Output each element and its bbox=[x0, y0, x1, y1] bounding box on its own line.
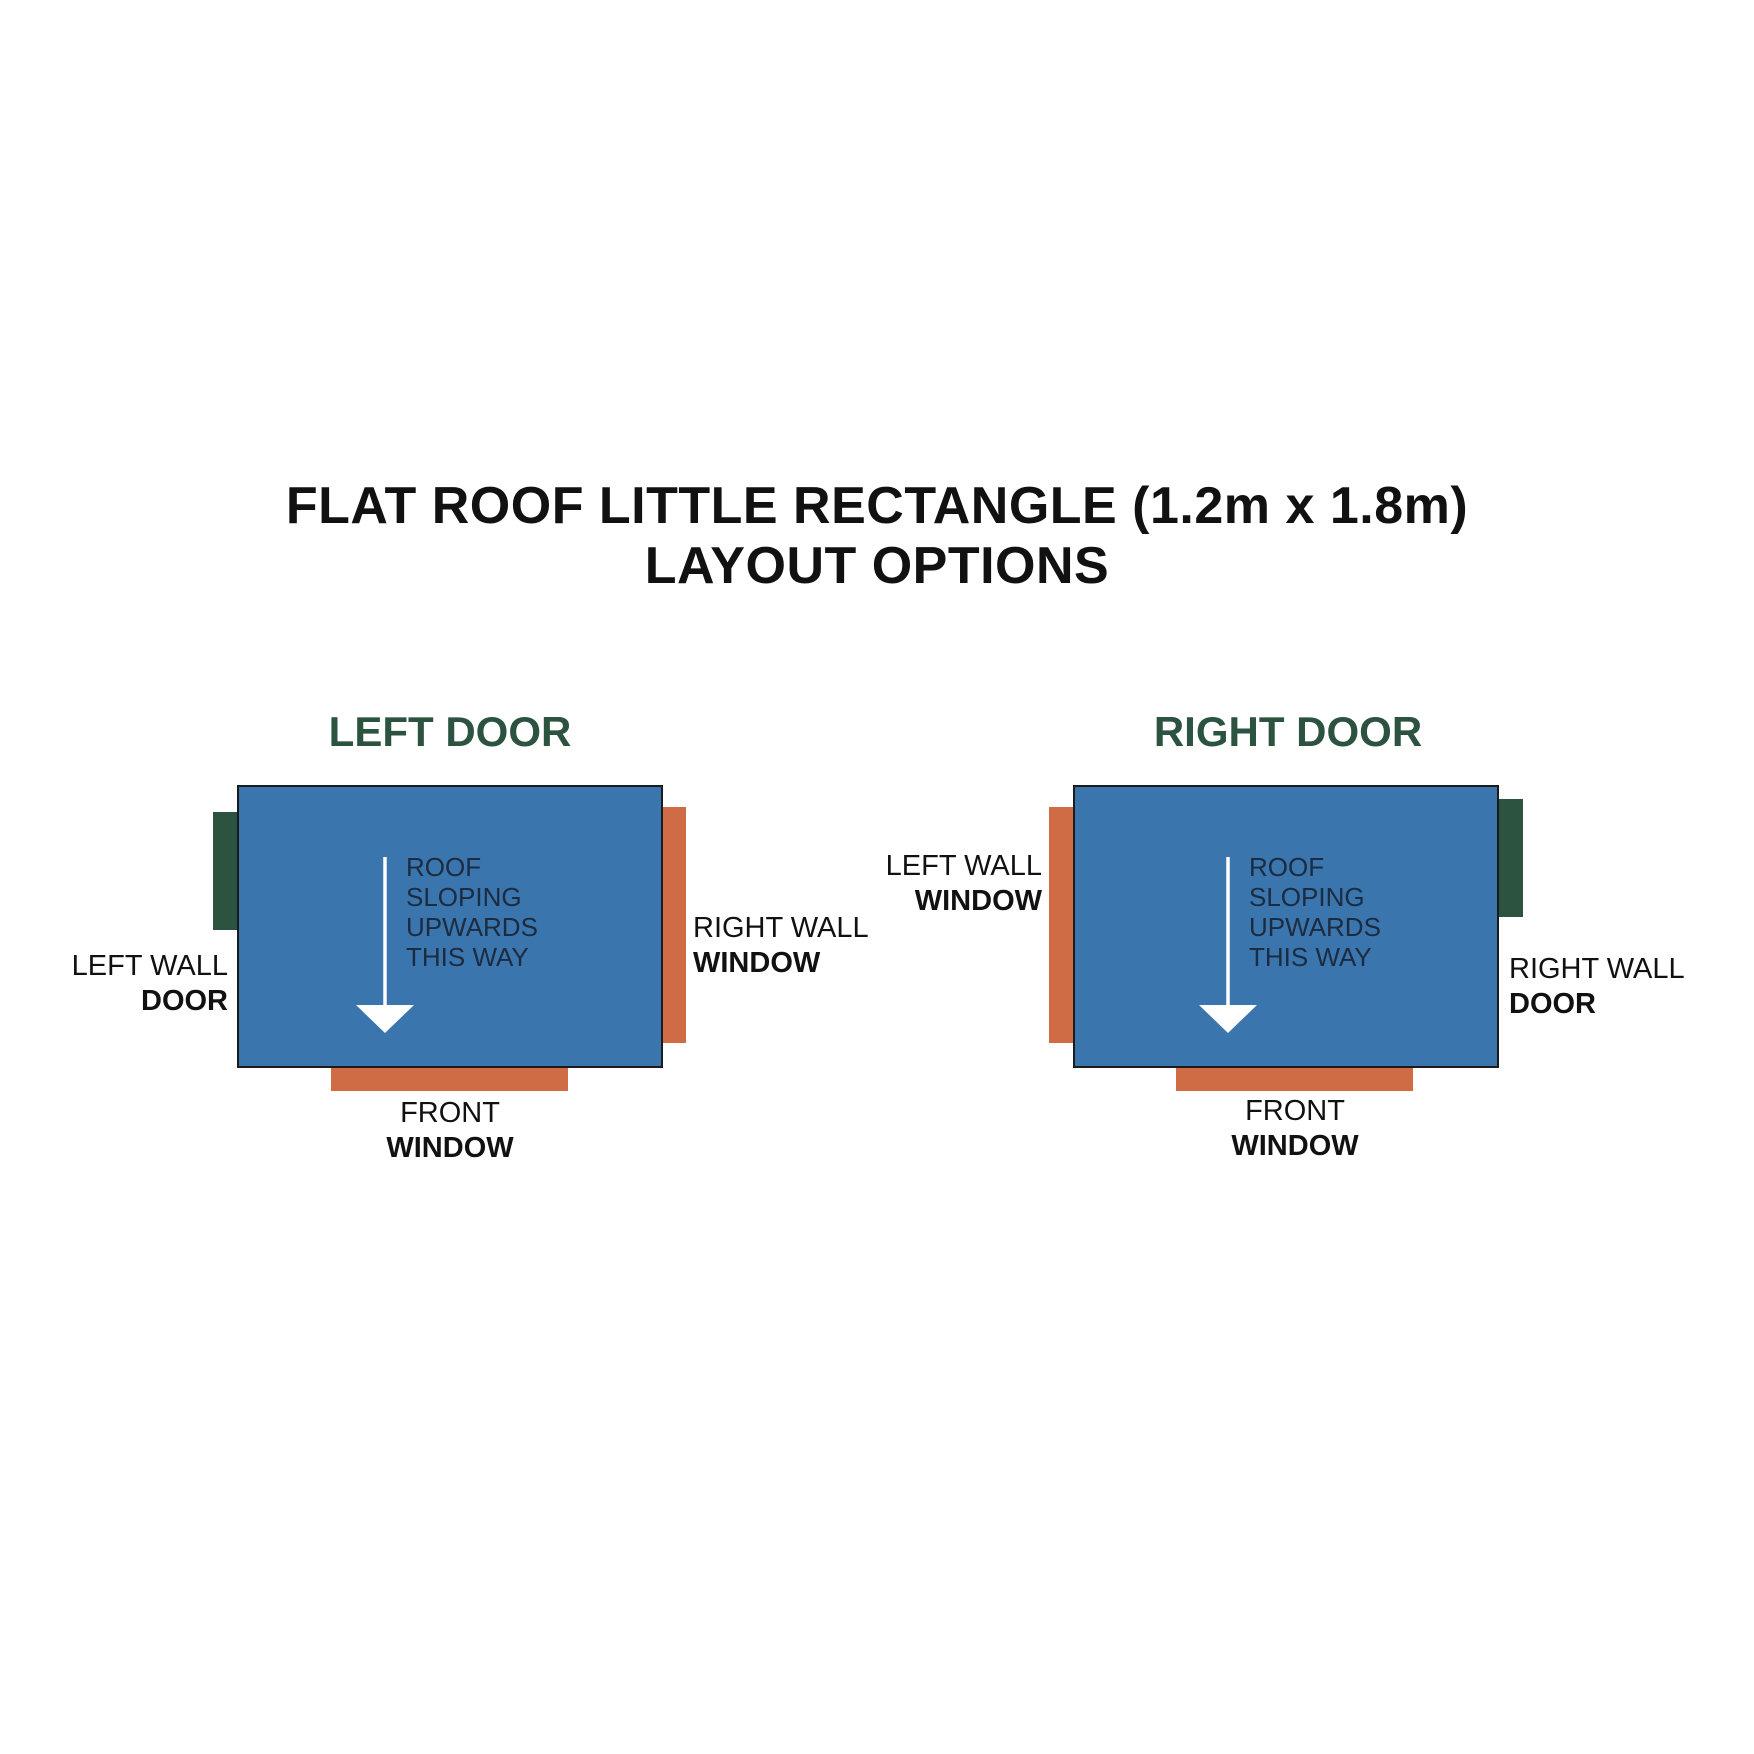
arrow-down-icon bbox=[1199, 857, 1257, 1033]
label-line: DOOR bbox=[1509, 988, 1596, 1020]
label-line: FRONT bbox=[400, 1097, 500, 1129]
label-line: WINDOW bbox=[1231, 1130, 1359, 1162]
right-wall-label: RIGHT WALL DOOR bbox=[1509, 952, 1685, 1022]
label-line: RIGHT WALL bbox=[1509, 953, 1685, 985]
front-label: FRONT WINDOW bbox=[330, 1096, 570, 1166]
label-line: RIGHT WALL bbox=[693, 912, 869, 944]
roof-note-line: THIS WAY bbox=[1249, 942, 1372, 972]
roof-slope-note: ROOF SLOPING UPWARDS THIS WAY bbox=[1249, 852, 1381, 972]
layout-title-right-door: RIGHT DOOR bbox=[1153, 708, 1423, 755]
roof-note-line: UPWARDS bbox=[1249, 912, 1381, 942]
layout-title-left-door: LEFT DOOR bbox=[328, 708, 572, 755]
label-line: WINDOW bbox=[386, 1132, 514, 1164]
label-line: FRONT bbox=[1245, 1095, 1345, 1127]
front-label: FRONT WINDOW bbox=[1175, 1094, 1415, 1164]
roof-note-line: ROOF bbox=[406, 852, 482, 882]
roof-note-line: UPWARDS bbox=[406, 912, 538, 942]
left-wall-label: LEFT WALL DOOR bbox=[40, 949, 228, 1019]
floor-plan bbox=[237, 785, 663, 1068]
label-line: WINDOW bbox=[693, 947, 821, 979]
label-line: LEFT WALL bbox=[885, 850, 1042, 882]
roof-note-line: THIS WAY bbox=[406, 942, 529, 972]
right-wall-window bbox=[661, 807, 686, 1043]
front-window bbox=[1176, 1066, 1413, 1091]
roof-note-line: SLOPING bbox=[406, 882, 522, 912]
floor-plan bbox=[1073, 785, 1499, 1068]
right-wall-door bbox=[1497, 799, 1523, 917]
label-line: LEFT WALL bbox=[71, 950, 228, 982]
roof-note-line: SLOPING bbox=[1249, 882, 1365, 912]
right-wall-label: RIGHT WALL WINDOW bbox=[693, 911, 869, 981]
title-line-1: FLAT ROOF LITTLE RECTANGLE (1.2m x 1.8m) bbox=[285, 477, 1469, 535]
front-window bbox=[331, 1066, 568, 1091]
roof-slope-note: ROOF SLOPING UPWARDS THIS WAY bbox=[406, 852, 538, 972]
left-wall-label: LEFT WALL WINDOW bbox=[850, 849, 1042, 919]
title-line-2: LAYOUT OPTIONS bbox=[644, 537, 1110, 595]
roof-note-line: ROOF bbox=[1249, 852, 1325, 882]
left-wall-door bbox=[213, 812, 239, 930]
diagram-title: FLAT ROOF LITTLE RECTANGLE (1.2m x 1.8m)… bbox=[0, 476, 1754, 596]
left-wall-window bbox=[1049, 807, 1074, 1043]
label-line: WINDOW bbox=[914, 885, 1042, 917]
arrow-down-icon bbox=[356, 857, 414, 1033]
label-line: DOOR bbox=[141, 985, 228, 1017]
